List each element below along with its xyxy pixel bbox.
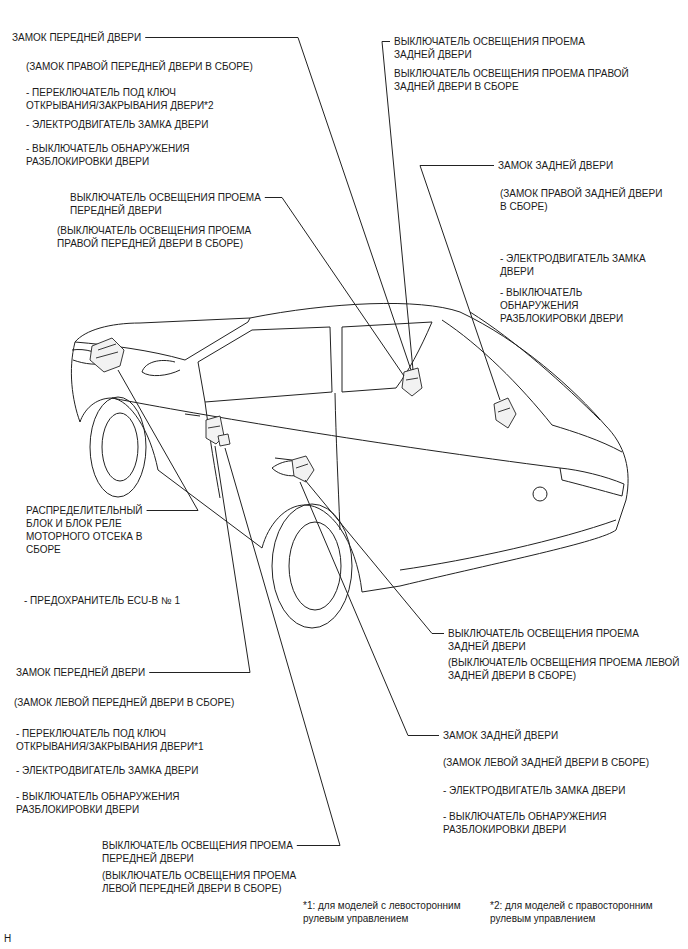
leader-line: [149, 446, 250, 673]
component-item: - ЭЛЕКТРОДВИГАТЕЛЬ ЗАМКА ДВЕРИ: [500, 252, 650, 278]
part-name: ВЫКЛЮЧАТЕЛЬ ОСВЕЩЕНИЯ ПРОЕМА ПРАВОЙ ЗАДН…: [394, 67, 629, 93]
part-name: ЗАМОК ЗАДНЕЙ ДВЕРИ: [498, 159, 678, 172]
rear-glass: [442, 312, 600, 425]
leader-line: [305, 480, 444, 634]
component-item: - ЭЛЕКТРОДВИГАТЕЛЬ ЗАМКА ДВЕРИ: [26, 118, 286, 131]
figure-code: H: [4, 932, 24, 945]
rear-emblem: [533, 487, 547, 501]
component-item: - ПРЕДОХРАНИТЕЛЬ ECU-B № 1: [24, 594, 274, 607]
part-name: ВЫКЛЮЧАТЕЛЬ ОСВЕЩЕНИЯ ПРОЕМА ПЕРЕДНЕЙ ДВ…: [70, 191, 300, 217]
leader-line: [225, 448, 340, 846]
part-name: ВЫКЛЮЧАТЕЛЬ ОСВЕЩЕНИЯ ПРОЕМА ПЕРЕДНЕЙ ДВ…: [102, 839, 332, 865]
component-item: - ВЫКЛЮЧАТЕЛЬ ОБНАРУЖЕНИЯ РАЗБЛОКИРОВКИ …: [500, 286, 650, 325]
rear-left-lock-part: [292, 456, 314, 482]
component-item: - ВЫКЛЮЧАТЕЛЬ ОБНАРУЖЕНИЯ РАЗБЛОКИРОВКИ …: [26, 142, 231, 168]
front-side-window: [198, 327, 332, 402]
door-handles: [185, 414, 292, 460]
component-item: - ВЫКЛЮЧАТЕЛЬ ОБНАРУЖЕНИЯ РАЗБЛОКИРОВКИ …: [443, 810, 648, 836]
leader-line: [420, 166, 500, 401]
rear-right-lock-part: [494, 398, 516, 428]
side-mirror: [142, 360, 180, 375]
component-item: - ПЕРЕКЛЮЧАТЕЛЬ ПОД КЛЮЧ ОТКРЫВАНИЯ/ЗАКР…: [26, 86, 241, 112]
assembly-name: (ЗАМОК ЛЕВОЙ ПЕРЕДНЕЙ ДВЕРИ В СБОРЕ): [14, 696, 294, 709]
assembly-name: (ЗАМОК ЛЕВОЙ ЗАДНЕЙ ДВЕРИ В СБОРЕ): [443, 756, 683, 769]
part-name: ЗАМОК ЗАДНЕЙ ДВЕРИ: [443, 729, 643, 742]
front-wheel-rim: [102, 413, 138, 481]
part-name: ЗАМОК ПЕРЕДНЕЙ ДВЕРИ: [12, 31, 212, 44]
leader-line: [145, 38, 411, 371]
part-name: ЗАМОК ПЕРЕДНЕЙ ДВЕРИ: [16, 666, 216, 679]
rear-light: [560, 468, 624, 496]
front-left-switch-part: [218, 434, 230, 446]
leader-line: [300, 482, 439, 736]
part-name: ВЫКЛЮЧАТЕЛЬ ОСВЕЩЕНИЯ ПРОЕМА ЗАДНЕЙ ДВЕР…: [448, 627, 678, 653]
assembly-name: (ВЫКЛЮЧАТЕЛЬ ОСВЕЩЕНИЯ ПРОЕМА ПРАВОЙ ПЕР…: [57, 224, 292, 250]
assembly-name: (ВЫКЛЮЧАТЕЛЬ ОСВЕЩЕНИЯ ПРОЕМА ЛЕВОЙ ПЕРЕ…: [102, 869, 297, 895]
trunk-lid: [552, 425, 622, 452]
front-right-lock-part: [402, 368, 422, 396]
leader-line: [118, 370, 198, 511]
leader-line: [265, 198, 404, 377]
component-item: - ВЫКЛЮЧАТЕЛЬ ОБНАРУЖЕНИЯ РАЗБЛОКИРОВКИ …: [16, 790, 221, 816]
assembly-name: (ЗАМОК ПРАВОЙ ЗАДНЕЙ ДВЕРИ В СБОРЕ): [500, 187, 665, 213]
car-body-outline: [71, 303, 628, 592]
footnote-text: *1: для моделей с левосторонним рулевым …: [303, 899, 475, 925]
relay-block-part: [90, 338, 124, 372]
windshield: [185, 318, 250, 360]
component-item: - ЭЛЕКТРОДВИГАТЕЛЬ ЗАМКА ДВЕРИ: [443, 784, 683, 797]
part-name: РАСПРЕДЕЛИТЕЛЬНЫЙ БЛОК И БЛОК РЕЛЕ МОТОР…: [26, 504, 154, 556]
component-item: - ПЕРЕКЛЮЧАТЕЛЬ ПОД КЛЮЧ ОТКРЫВАНИЯ/ЗАКР…: [16, 727, 231, 753]
component-item: - ЭЛЕКТРОДВИГАТЕЛЬ ЗАМКА ДВЕРИ: [16, 764, 276, 777]
assembly-name: (ЗАМОК ПРАВОЙ ПЕРЕДНЕЙ ДВЕРИ В СБОРЕ): [26, 60, 306, 73]
rear-bumper: [400, 520, 616, 570]
assembly-name: (ВЫКЛЮЧАТЕЛЬ ОСВЕЩЕНИЯ ПРОЕМА ЛЕВОЙ ЗАДН…: [448, 656, 680, 682]
part-name: ВЫКЛЮЧАТЕЛЬ ОСВЕЩЕНИЯ ПРОЕМА ЗАДНЕЙ ДВЕР…: [394, 35, 624, 61]
rear-wheel-rim: [289, 522, 341, 610]
front-wheel: [90, 397, 146, 497]
footnote-text: *2: для моделей с правосторонним рулевым…: [490, 899, 668, 925]
